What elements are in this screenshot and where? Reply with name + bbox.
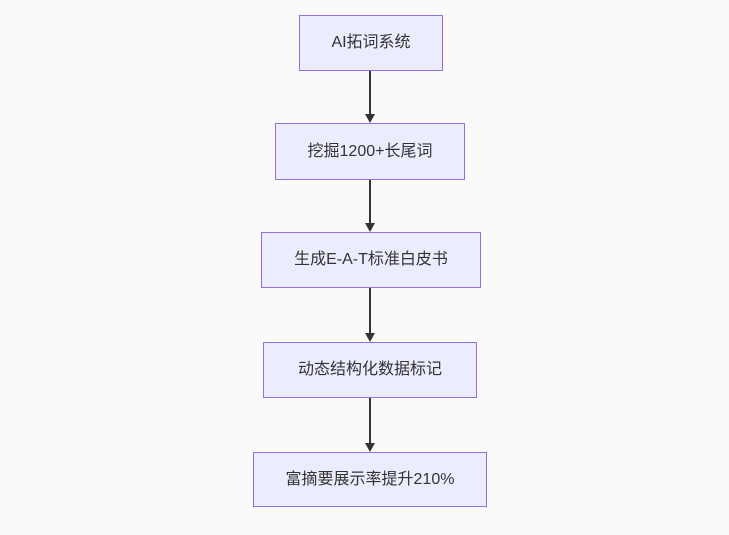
arrow-line bbox=[369, 398, 371, 445]
arrowhead-down-icon bbox=[365, 333, 375, 342]
arrow-line bbox=[369, 180, 371, 225]
flow-node-label: 生成E-A-T标准白皮书 bbox=[294, 251, 448, 269]
arrow-connector-2 bbox=[364, 180, 376, 232]
arrow-line bbox=[369, 71, 371, 116]
arrowhead-down-icon bbox=[365, 443, 375, 452]
flow-node-generate-eat-whitepaper: 生成E-A-T标准白皮书 bbox=[261, 232, 481, 288]
flow-node-mine-longtail-keywords: 挖掘1200+长尾词 bbox=[275, 123, 465, 180]
flow-node-rich-snippet-rate-increase: 富摘要展示率提升210% bbox=[253, 452, 487, 507]
arrowhead-down-icon bbox=[365, 223, 375, 232]
arrow-connector-4 bbox=[364, 398, 376, 452]
flow-node-dynamic-structured-data-markup: 动态结构化数据标记 bbox=[263, 342, 477, 398]
flow-node-label: AI拓词系统 bbox=[331, 34, 411, 52]
arrow-connector-1 bbox=[364, 71, 376, 123]
arrowhead-down-icon bbox=[365, 114, 375, 123]
flow-node-ai-word-expansion-system: AI拓词系统 bbox=[299, 15, 443, 71]
flow-node-label: 富摘要展示率提升210% bbox=[285, 470, 455, 488]
arrow-connector-3 bbox=[364, 288, 376, 342]
arrow-line bbox=[369, 288, 371, 335]
flow-node-label: 动态结构化数据标记 bbox=[297, 361, 442, 379]
flow-node-label: 挖掘1200+长尾词 bbox=[307, 142, 433, 160]
